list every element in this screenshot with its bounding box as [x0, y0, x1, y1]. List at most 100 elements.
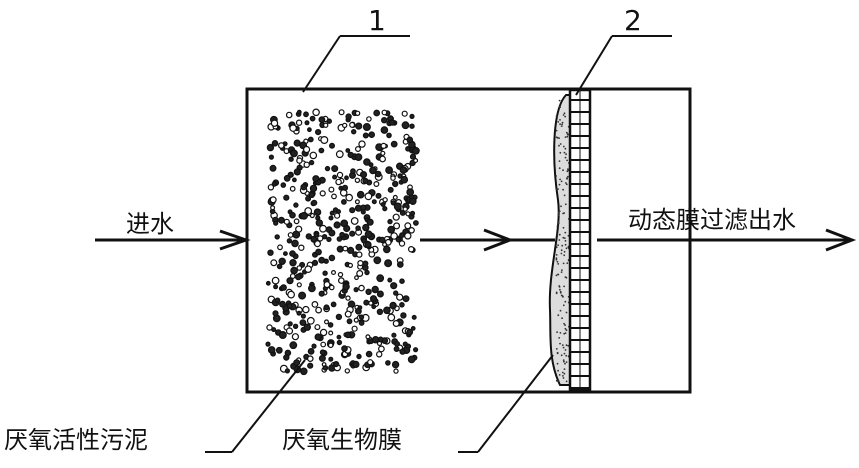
biofilm-speck	[565, 153, 567, 156]
sludge-particle	[399, 209, 406, 216]
sludge-particle	[391, 360, 400, 369]
sludge-particle	[333, 221, 341, 229]
sludge-particle	[328, 356, 334, 362]
biofilm-speck	[563, 332, 566, 335]
biofilm-speck	[557, 214, 560, 217]
sludge-particle	[347, 151, 354, 159]
biofilm-speck	[563, 285, 565, 288]
sludge-particle	[326, 118, 333, 125]
sludge-particle	[293, 139, 301, 147]
sludge-particle	[336, 171, 344, 179]
sludge-particle	[393, 346, 400, 353]
sludge-particle	[292, 230, 301, 239]
sludge-particle	[329, 210, 335, 216]
biofilm-speck	[560, 271, 563, 273]
sludge-particle	[336, 245, 344, 253]
sludge-particle	[289, 211, 296, 219]
sludge-particle	[374, 170, 382, 178]
biofilm-speck	[555, 379, 558, 382]
sludge-particle	[356, 251, 363, 258]
biofilm-speck	[563, 112, 566, 115]
sludge-particle	[326, 236, 332, 243]
sludge-particle	[367, 359, 374, 366]
sludge-particle	[357, 305, 363, 311]
sludge-particle	[302, 305, 310, 314]
sludge-particle	[345, 113, 352, 120]
sludge-particle	[399, 278, 405, 285]
biofilm-speck	[557, 211, 560, 214]
sludge-particle	[267, 346, 276, 354]
sludge-particle	[409, 210, 416, 216]
biofilm-speck	[559, 342, 561, 345]
sludge-particle	[270, 119, 279, 127]
sludge-label: 厌氧活性污泥	[4, 426, 148, 454]
sludge-particle	[287, 290, 296, 299]
sludge-particle	[318, 290, 325, 297]
sludge-particle	[370, 295, 378, 303]
sludge-particle	[279, 300, 286, 308]
biofilm-speck	[561, 344, 564, 346]
biofilm-speck	[556, 331, 558, 333]
sludge-particle	[277, 244, 283, 251]
sludge-particle	[378, 345, 385, 353]
sludge-particle	[356, 190, 365, 199]
sludge-particle	[364, 230, 373, 239]
sludge-particle	[289, 124, 297, 132]
sludge-particle	[286, 277, 294, 285]
callout-2-leader	[575, 35, 672, 96]
sludge-particle	[295, 119, 303, 126]
sludge-particle	[267, 249, 274, 256]
sludge-particle	[309, 184, 318, 193]
sludge-particle	[392, 180, 399, 188]
sludge-particle	[362, 177, 369, 184]
sludge-particle	[318, 116, 326, 123]
sludge-particle	[354, 177, 361, 183]
sludge-particle	[313, 232, 319, 238]
biofilm-speck	[562, 236, 565, 239]
sludge-particle	[309, 115, 316, 122]
sludge-particle	[323, 304, 330, 311]
sludge-particle	[274, 234, 280, 240]
sludge-particle	[362, 223, 370, 232]
sludge-particle	[318, 256, 326, 264]
sludge-particle	[335, 313, 343, 321]
biofilm-speck	[564, 240, 567, 242]
sludge-particle	[373, 109, 381, 117]
sludge-particle	[338, 109, 345, 116]
biofilm-speck	[557, 221, 560, 224]
sludge-particle	[349, 121, 356, 128]
sludge-particle	[331, 165, 339, 173]
sludge-particle	[290, 266, 298, 275]
sludge-particle	[271, 276, 280, 285]
sludge-particle	[323, 122, 329, 128]
sludge-particle	[293, 218, 300, 225]
biofilm-speck	[558, 233, 561, 236]
sludge-particle	[303, 161, 310, 168]
sludge-particle	[271, 140, 279, 147]
sludge-particle	[315, 219, 323, 227]
sludge-particle	[333, 361, 340, 368]
sludge-particle	[380, 202, 386, 208]
sludge-particle	[409, 123, 415, 129]
sludge-particle	[355, 146, 362, 153]
sludge-particle	[271, 181, 277, 187]
sludge-particle	[280, 284, 287, 291]
biofilm-speck	[559, 332, 562, 334]
sludge-particle	[404, 232, 412, 240]
sludge-particle	[310, 235, 318, 243]
sludge-particle	[355, 122, 363, 130]
biofilm-speck	[564, 362, 566, 365]
sludge-particle	[408, 245, 415, 253]
sludge-particle	[405, 211, 411, 217]
sludge-particle	[354, 275, 359, 281]
sludge-particle	[287, 321, 293, 327]
biofilm-speck	[560, 252, 563, 255]
sludge-particle	[402, 295, 410, 303]
biofilm-speck	[562, 296, 564, 298]
biofilm-speck	[556, 233, 559, 236]
biofilm-speck	[563, 194, 566, 197]
sludge-particle	[376, 308, 384, 315]
sludge-particle	[365, 350, 373, 358]
biofilm-speck	[556, 225, 559, 228]
